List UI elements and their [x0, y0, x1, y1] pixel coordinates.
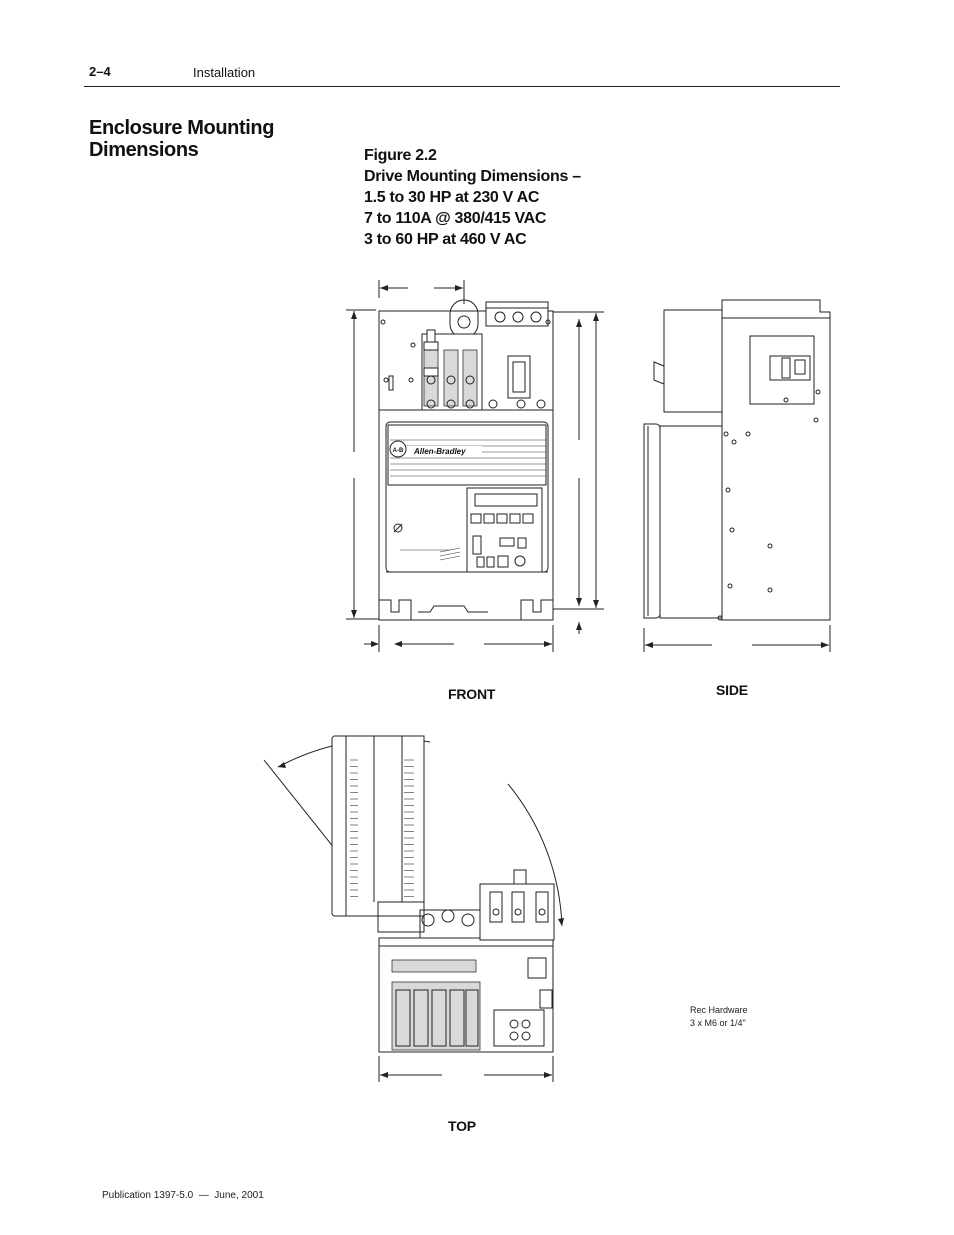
hardware-note-line-2: 3 x M6 or 1/4"	[690, 1018, 746, 1028]
top-view-label: TOP	[448, 1118, 476, 1134]
front-chassis	[378, 299, 554, 621]
section-title: Enclosure Mounting Dimensions	[89, 117, 275, 161]
front-left-height-dimension	[346, 309, 380, 620]
side-chassis	[643, 299, 831, 621]
page-number: 2–4	[89, 64, 111, 79]
caption-line-4: 3 to 60 HP at 460 V AC	[364, 231, 527, 248]
brand-label: Allen-Bradley	[413, 447, 466, 456]
figure-caption: Figure 2.2 Drive Mounting Dimensions – 1…	[364, 145, 581, 250]
figure-number: Figure 2.2	[364, 147, 437, 164]
publication-footer: Publication 1397-5.0 — June, 2001	[102, 1190, 264, 1201]
caption-line-1: Drive Mounting Dimensions –	[364, 168, 581, 185]
header-rule	[84, 86, 840, 87]
front-top-dimension	[378, 280, 465, 304]
caption-line-3: 7 to 110A @ 380/415 VAC	[364, 210, 547, 227]
logo-text: A-B	[393, 448, 404, 454]
front-view-label: FRONT	[448, 686, 496, 702]
top-chassis	[378, 869, 555, 1053]
open-cover	[331, 735, 425, 933]
front-bottom-dimension	[364, 625, 554, 652]
hardware-note: Rec Hardware 3 x M6 or 1/4"	[690, 1004, 748, 1030]
hardware-note-line-1: Rec Hardware	[690, 1005, 748, 1015]
running-header-section: Installation	[193, 65, 256, 80]
top-vent-slots	[350, 759, 414, 897]
side-view-label: SIDE	[716, 682, 748, 698]
side-bottom-dimension	[643, 625, 831, 652]
top-bottom-dimension	[378, 1056, 554, 1082]
caption-line-2: 1.5 to 30 HP at 230 V AC	[364, 189, 540, 206]
front-right-height-dimensions	[552, 311, 604, 634]
